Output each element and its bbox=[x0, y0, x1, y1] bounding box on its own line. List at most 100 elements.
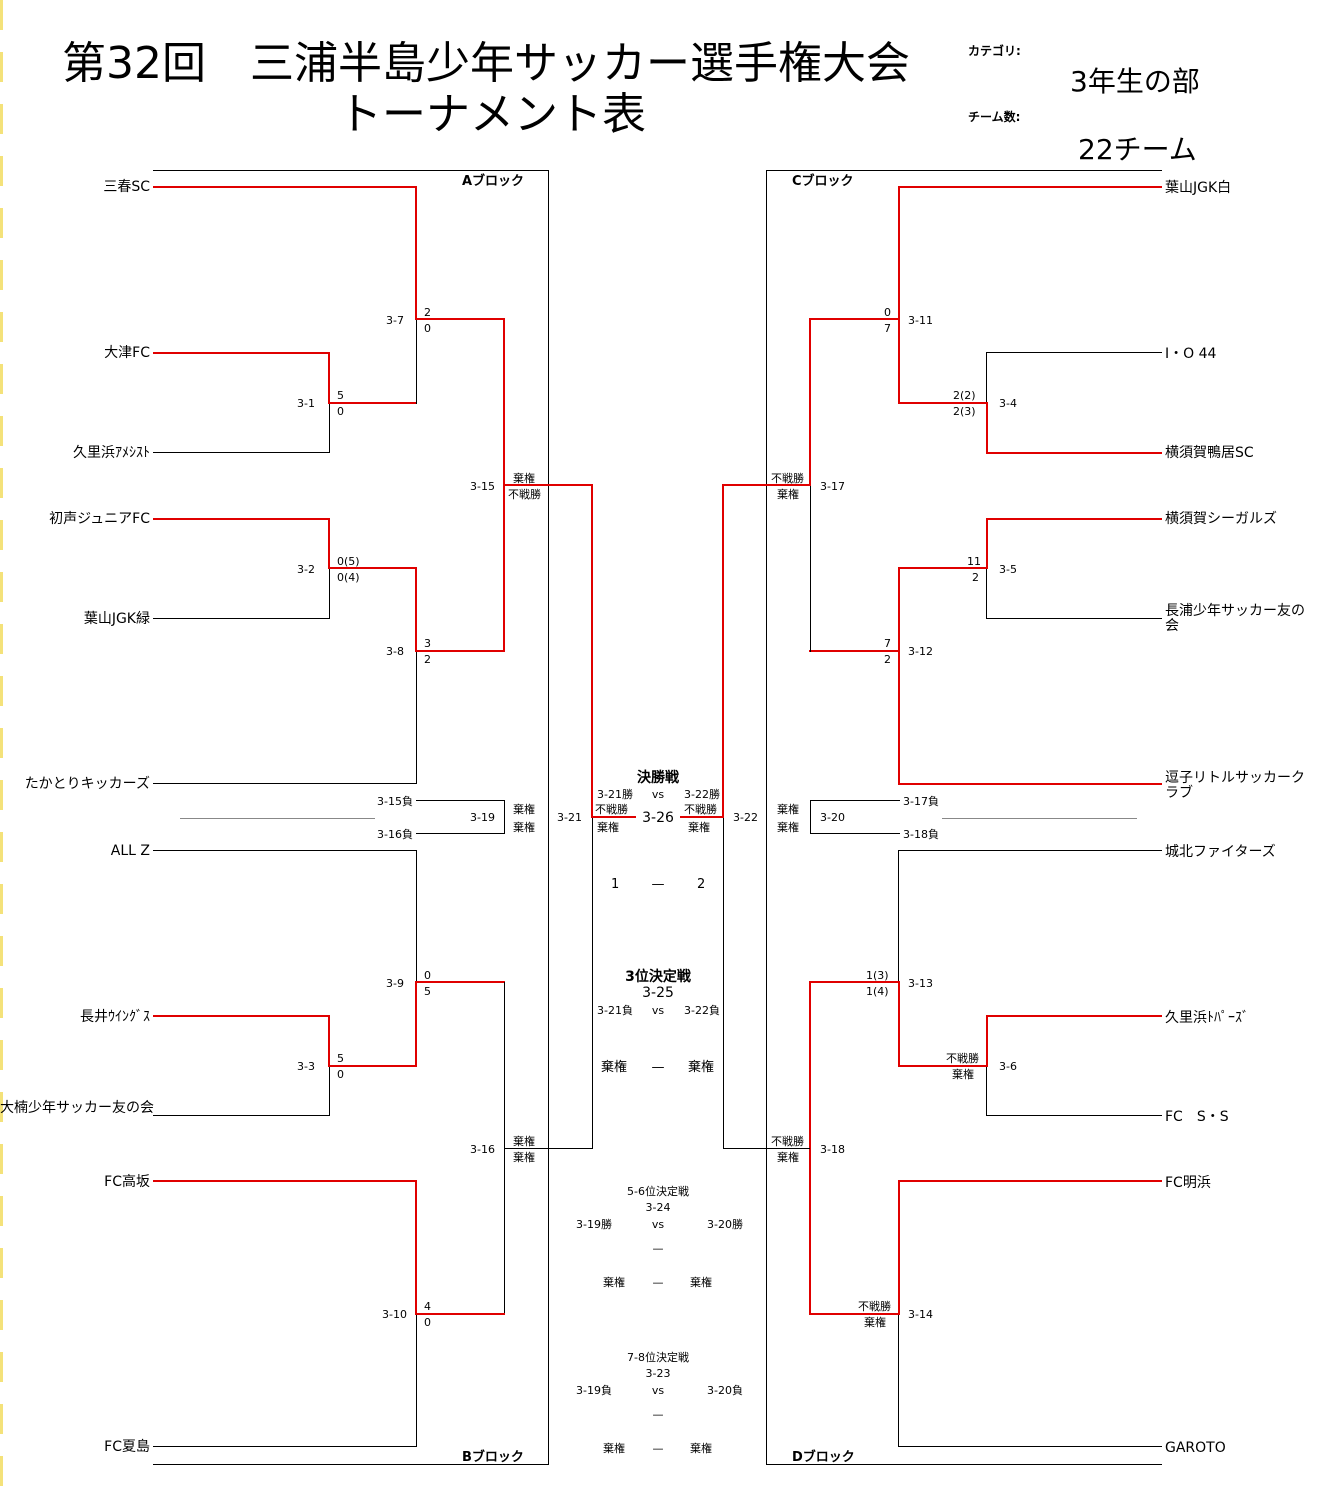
bracket-line bbox=[153, 1115, 330, 1116]
match-number: 3-8 bbox=[386, 645, 404, 658]
bracket-line bbox=[416, 651, 417, 784]
loser-label: 3-18負 bbox=[903, 828, 939, 841]
bracket-line bbox=[986, 352, 987, 404]
team-right-9: FC明浜 bbox=[1165, 1175, 1211, 1191]
match-number: 3-2 bbox=[297, 563, 315, 576]
team-left-7: 長井ｳｲﾝｸﾞｽ bbox=[80, 1009, 150, 1025]
fifth-match-number: 3-24 bbox=[645, 1201, 671, 1214]
match-number: 3-6 bbox=[999, 1060, 1017, 1073]
seventh-right-result: 棄権 bbox=[690, 1442, 712, 1455]
third-label: 3位決定戦 bbox=[625, 969, 691, 985]
bracket-line bbox=[416, 850, 417, 983]
score: 2(2) bbox=[953, 389, 976, 402]
bracket-line bbox=[415, 981, 505, 983]
block-b-label: Bブロック bbox=[462, 1450, 524, 1465]
fifth-dash: — bbox=[652, 1242, 664, 1255]
score: 棄権 bbox=[513, 1151, 535, 1164]
bracket-line bbox=[986, 1015, 988, 1067]
bracket-line bbox=[986, 1015, 1162, 1017]
score: 0 bbox=[337, 1068, 344, 1081]
bracket-line bbox=[503, 484, 593, 486]
right-divider bbox=[942, 818, 1137, 819]
bracket-line bbox=[328, 352, 330, 404]
team-left-3: 初声ジュニアFC bbox=[49, 511, 150, 527]
bracket-line bbox=[153, 850, 417, 851]
score: 1(3) bbox=[866, 969, 889, 982]
score: 3 bbox=[424, 637, 431, 650]
score: 0 bbox=[424, 969, 431, 982]
team-left-6: ALL Z bbox=[110, 843, 150, 859]
loser-label: 3-16負 bbox=[377, 828, 413, 841]
bracket-line bbox=[503, 486, 505, 652]
score: 5 bbox=[424, 985, 431, 998]
fifth-left-source: 3-19勝 bbox=[576, 1218, 612, 1231]
block-a-label: Aブロック bbox=[462, 174, 525, 189]
bracket-line bbox=[898, 567, 988, 569]
bracket-line bbox=[415, 982, 417, 1067]
score: 不戦勝 bbox=[771, 472, 804, 485]
block-cd-left-border bbox=[766, 170, 767, 1465]
score: 棄権 bbox=[864, 1316, 886, 1329]
score: 0 bbox=[424, 322, 431, 335]
bracket-line bbox=[329, 569, 330, 619]
bracket-line bbox=[328, 402, 417, 404]
bracket-line bbox=[503, 318, 505, 486]
team-left-10: FC夏島 bbox=[104, 1439, 150, 1455]
teams-label: チーム数: bbox=[968, 110, 1021, 124]
score: 棄権 bbox=[777, 803, 799, 816]
score: 棄権 bbox=[513, 1135, 535, 1148]
third-left-source: 3-21負 bbox=[597, 1004, 633, 1017]
third-dash: — bbox=[651, 1060, 665, 1075]
bracket-line bbox=[153, 352, 330, 354]
score: 棄権 bbox=[777, 488, 799, 501]
bracket-line bbox=[153, 1015, 330, 1017]
score: 不戦勝 bbox=[595, 803, 628, 816]
bracket-line bbox=[153, 1446, 417, 1447]
fifth-right-source: 3-20勝 bbox=[707, 1218, 743, 1231]
bracket-line bbox=[416, 1314, 417, 1447]
match-number: 3-9 bbox=[386, 977, 404, 990]
score: 7 bbox=[884, 322, 891, 335]
match-number: 3-10 bbox=[382, 1308, 407, 1321]
bracket-line bbox=[898, 850, 899, 983]
block-ab-right-border bbox=[548, 170, 549, 1465]
seventh-label: 7-8位決定戦 bbox=[627, 1351, 689, 1364]
bracket-line bbox=[153, 186, 417, 188]
bracket-line bbox=[986, 452, 1162, 454]
bracket-line bbox=[680, 816, 724, 818]
team-left-8: 大楠少年サッカー友の会 bbox=[0, 1100, 154, 1116]
final-rank-left: 1 bbox=[611, 877, 620, 892]
score: 7 bbox=[884, 637, 891, 650]
block-c-label: Cブロック bbox=[792, 174, 854, 189]
bracket-line bbox=[898, 402, 988, 404]
bracket-line bbox=[592, 818, 593, 1149]
block-b-bottom-border bbox=[153, 1464, 549, 1465]
team-right-1: I・O 44 bbox=[1165, 346, 1217, 362]
score: 不戦勝 bbox=[684, 803, 717, 816]
bracket-line bbox=[153, 783, 417, 784]
score: 棄権 bbox=[688, 821, 710, 834]
bracket-line bbox=[329, 403, 330, 453]
seventh-match-number: 3-23 bbox=[645, 1367, 671, 1380]
bracket-line bbox=[898, 186, 900, 404]
bracket-line bbox=[415, 318, 505, 320]
page-title: 第32回 三浦半島少年サッカー選手権大会 bbox=[62, 38, 910, 89]
final-vs: vs bbox=[651, 788, 665, 801]
fifth-result-dash: — bbox=[652, 1276, 664, 1289]
seventh-vs: vs bbox=[651, 1384, 665, 1397]
bracket-line bbox=[504, 1148, 593, 1149]
score: 2 bbox=[424, 653, 431, 666]
loser-label: 3-15負 bbox=[377, 795, 413, 808]
bracket-line bbox=[328, 1065, 417, 1067]
score: 不戦勝 bbox=[771, 1135, 804, 1148]
bracket-line bbox=[898, 783, 1162, 785]
bracket-line bbox=[986, 1115, 1162, 1116]
team-left-9: FC高坂 bbox=[104, 1174, 150, 1190]
bracket-line bbox=[153, 618, 330, 619]
third-match-number: 3-25 bbox=[642, 985, 674, 1001]
score: 棄権 bbox=[777, 821, 799, 834]
bracket-line bbox=[898, 1065, 988, 1067]
match-number: 3-3 bbox=[297, 1060, 315, 1073]
match-number: 3-11 bbox=[908, 314, 933, 327]
match-number: 3-13 bbox=[908, 977, 933, 990]
